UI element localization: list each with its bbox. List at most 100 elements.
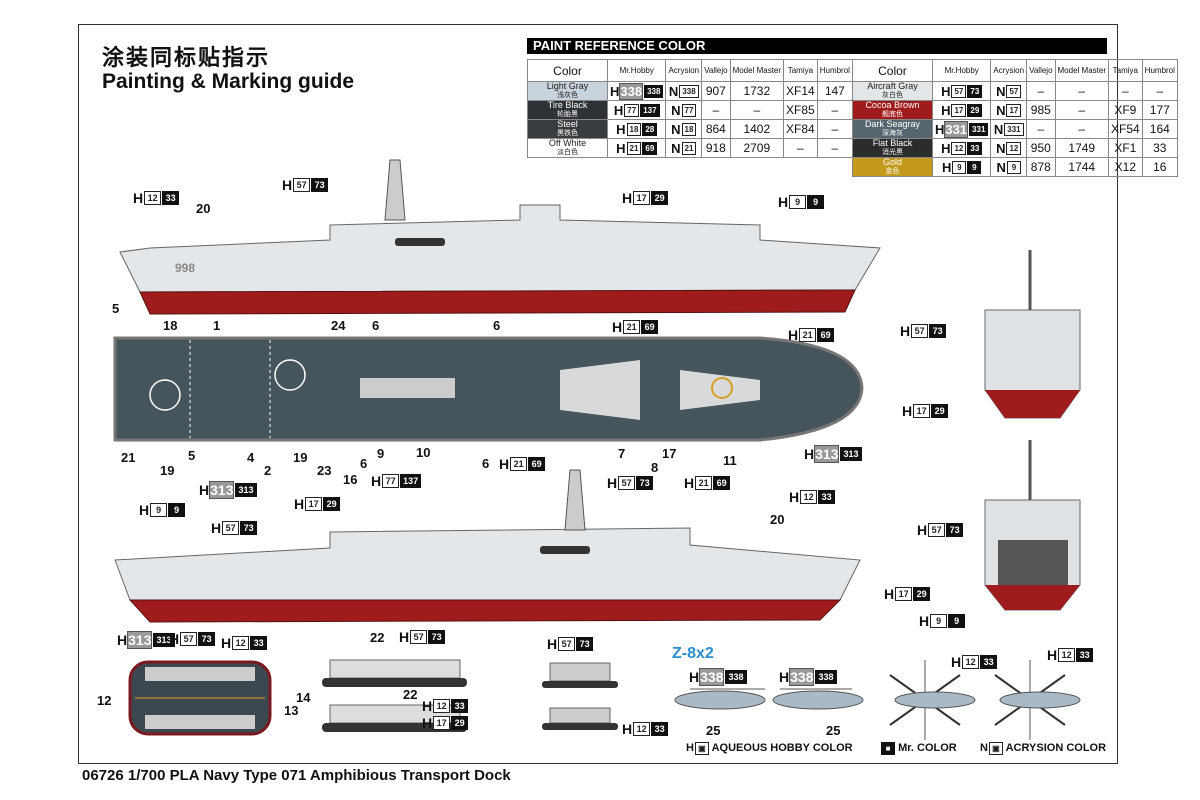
- tamiya-code: XF84: [783, 119, 818, 139]
- aqueous-code: 57: [618, 476, 636, 490]
- aqueous-code: 12: [800, 490, 818, 504]
- ship-side-view-port: [114, 469, 861, 623]
- part-number: 5: [188, 448, 196, 463]
- aqueous-code: 57: [558, 637, 576, 651]
- part-number: 9: [377, 446, 385, 461]
- aqueous-code: 57: [222, 521, 240, 535]
- aqueous-code: 21: [799, 328, 817, 342]
- paint-prefix: H: [622, 190, 633, 206]
- paint-prefix: H: [622, 721, 633, 737]
- mr-color-code: 9: [807, 195, 825, 209]
- mr-color-code: 338: [815, 670, 837, 684]
- mr-color-code: 338: [725, 670, 747, 684]
- aqueous-code: 313: [127, 631, 153, 649]
- aqueous-code: 77: [382, 474, 400, 488]
- aqueous-code: 338: [789, 668, 815, 686]
- aqueous-code: 57: [410, 630, 428, 644]
- paint-table-title: PAINT REFERENCE COLOR: [527, 38, 1107, 54]
- mr-color-code: 73: [198, 632, 216, 646]
- mr-color-code: 9: [168, 503, 186, 517]
- paint-prefix: H: [139, 502, 150, 518]
- ship-bow-view: [984, 250, 1081, 419]
- part-number: 20: [770, 512, 785, 527]
- part-number: 10: [416, 445, 431, 460]
- paint-prefix: H: [804, 446, 815, 462]
- aqueous-code: 21: [623, 320, 641, 334]
- tamiya-code: XF54: [1107, 119, 1143, 139]
- aqueous-code: 12: [144, 191, 162, 205]
- part-number: 6: [360, 456, 368, 471]
- mr-color-code: 69: [817, 328, 835, 342]
- aqueous-code: 17: [433, 716, 451, 730]
- humbrol-code: 16: [1141, 157, 1178, 177]
- landing-craft-side-views: [322, 659, 618, 732]
- column-header: Vallejo: [1026, 59, 1056, 82]
- mr-color-code: 33: [250, 636, 268, 650]
- mr-color-code: 33: [162, 191, 180, 205]
- vallejo-code: 878: [1026, 157, 1056, 177]
- aqueous-code: 57: [180, 632, 198, 646]
- aqueous-code: 57: [293, 178, 311, 192]
- paint-prefix: H: [371, 473, 382, 489]
- part-number: 12: [97, 693, 112, 708]
- mr-color-code: 313: [153, 633, 175, 647]
- aqueous-code: 12: [433, 699, 451, 713]
- landing-craft-top-view: [128, 660, 272, 736]
- title-english: Painting & Marking guide: [102, 70, 355, 93]
- mr-color-code: 29: [323, 497, 341, 511]
- paint-prefix: H: [399, 629, 410, 645]
- mr-color-code: 313: [840, 447, 862, 461]
- part-number: 16: [343, 472, 358, 487]
- part-number: 25: [826, 723, 841, 738]
- aqueous-code: 17: [633, 191, 651, 205]
- paint-prefix: H: [1047, 647, 1058, 663]
- paint-prefix: H: [900, 323, 911, 339]
- ship-side-view-starboard: 998: [119, 159, 881, 315]
- aqueous-code: 12: [1058, 648, 1076, 662]
- paint-prefix: H: [884, 586, 895, 602]
- mr-color-code: 137: [400, 474, 422, 488]
- paint-prefix: H: [133, 190, 144, 206]
- part-number: 6: [372, 318, 380, 333]
- mm-code: 1744: [1054, 157, 1109, 177]
- mr-color-code: 73: [636, 476, 654, 490]
- part-number: 20: [196, 201, 211, 216]
- part-number: 5: [112, 301, 120, 316]
- legend-mr-color: ■ Mr. COLOR: [880, 742, 957, 755]
- part-number: 8: [651, 460, 659, 475]
- mr-color-code: 73: [929, 324, 947, 338]
- legend-acrysion: N▣ ACRYSION COLOR: [980, 742, 1107, 755]
- mr-color-code: 29: [651, 191, 669, 205]
- paint-prefix: H: [422, 715, 433, 731]
- mr-color-code: 33: [980, 655, 998, 669]
- paint-prefix: H: [788, 327, 799, 343]
- part-number: 6: [482, 456, 490, 471]
